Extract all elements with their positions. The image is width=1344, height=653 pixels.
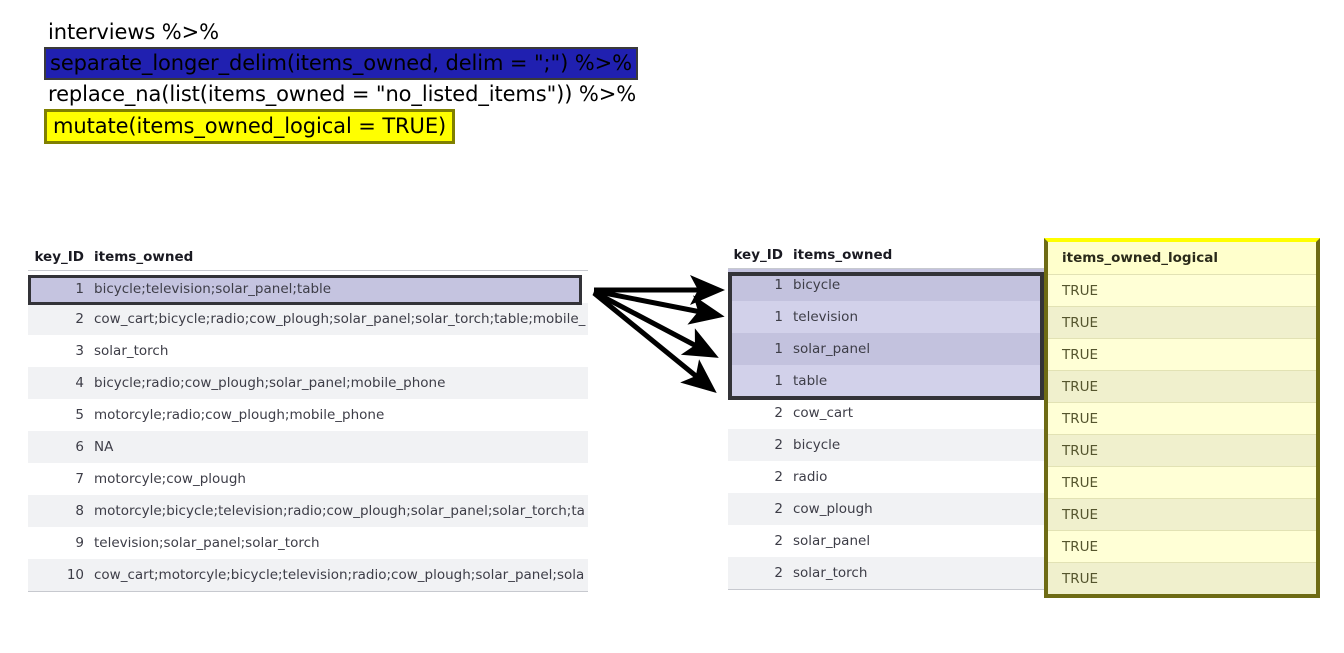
table-row[interactable]: 6 NA bbox=[28, 431, 588, 463]
cell-key-id: 2 bbox=[774, 437, 783, 453]
cell-items-owned-logical: TRUE bbox=[1048, 434, 1316, 466]
left-header-key-id: key_ID bbox=[34, 249, 84, 265]
table-row[interactable]: 2 cow_cart;bicycle;radio;cow_plough;solar… bbox=[28, 303, 588, 335]
cell-items-owned: solar_torch bbox=[94, 343, 169, 359]
cell-items-owned-logical: TRUE bbox=[1048, 402, 1316, 434]
code-line-1-text: separate_longer_delim(items_owned, delim… bbox=[44, 47, 638, 80]
cell-items-owned: motorcyle;radio;cow_plough;mobile_phone bbox=[94, 407, 385, 423]
right-data-table: key_ID items_owned 1 bicycle 1 television 1 so… bbox=[728, 242, 1044, 591]
left-selected-key-id: 1 bbox=[75, 281, 84, 297]
cell-key-id: 2 bbox=[774, 565, 783, 581]
cell-key-id: 9 bbox=[75, 535, 84, 551]
code-line-2-text: replace_na(list(items_owned = "no_listed… bbox=[48, 82, 637, 106]
cell-items-owned-logical: TRUE bbox=[1048, 466, 1316, 498]
left-header-items-owned: items_owned bbox=[94, 249, 194, 265]
left-table-header-row: key_ID items_owned bbox=[28, 244, 588, 271]
right-table-body: 1 bicycle 1 television 1 solar_panel 1 table 2 co… bbox=[728, 269, 1044, 589]
cell-items-owned: table bbox=[793, 373, 828, 389]
mapping-arrows bbox=[592, 275, 725, 394]
table-row[interactable]: 1 solar_panel bbox=[728, 333, 1044, 365]
cell-key-id: 6 bbox=[75, 439, 84, 455]
table-row[interactable]: 2 solar_panel bbox=[728, 525, 1044, 557]
cell-items-owned: television bbox=[793, 309, 858, 325]
cell-items-owned: television;solar_panel;solar_torch bbox=[94, 535, 320, 551]
cell-items-owned-logical: TRUE bbox=[1048, 370, 1316, 402]
arrow-to-row-4 bbox=[592, 291, 717, 394]
cell-items-owned: bicycle bbox=[793, 277, 841, 293]
cell-items-owned: cow_cart;motorcyle;bicycle;television;ra… bbox=[94, 567, 585, 583]
cell-items-owned-logical: TRUE bbox=[1048, 274, 1316, 306]
cell-items-owned-logical: TRUE bbox=[1048, 562, 1316, 594]
cell-items-owned: motorcyle;bicycle;television;radio;cow_p… bbox=[94, 503, 585, 519]
table-row[interactable]: 9 television;solar_panel;solar_torch bbox=[28, 527, 588, 559]
cell-key-id: 1 bbox=[774, 309, 783, 325]
table-row[interactable]: 2 cow_plough bbox=[728, 493, 1044, 525]
arrow-to-row-3 bbox=[592, 289, 719, 358]
arrow-to-row-2 bbox=[593, 288, 725, 325]
right-table-header-row: key_ID items_owned bbox=[728, 242, 1044, 269]
right-header-key-id: key_ID bbox=[733, 247, 783, 263]
code-line-1: separate_longer_delim(items_owned, delim… bbox=[44, 47, 804, 80]
cell-items-owned: cow_cart;bicycle;radio;cow_plough;solar_… bbox=[94, 311, 586, 327]
cell-key-id: 8 bbox=[75, 503, 84, 519]
cell-key-id: 2 bbox=[75, 311, 84, 327]
left-data-table: key_ID items_owned 1 bicycle;television;so… bbox=[28, 244, 588, 593]
cell-items-owned-logical: TRUE bbox=[1048, 498, 1316, 530]
code-line-3: mutate(items_owned_logical = TRUE) bbox=[44, 109, 804, 144]
code-snippet: interviews %>% separate_longer_delim(ite… bbox=[44, 18, 804, 144]
cell-items-owned: cow_cart bbox=[793, 405, 854, 421]
table-row[interactable]: 3 solar_torch bbox=[28, 335, 588, 367]
cell-items-owned: radio bbox=[793, 469, 828, 485]
cell-items-owned: bicycle;radio;cow_plough;solar_panel;mob… bbox=[94, 375, 446, 391]
cell-items-owned-logical: TRUE bbox=[1048, 306, 1316, 338]
left-table-body: 1 bicycle;television;solar_panel;table 2 co… bbox=[28, 271, 588, 591]
code-line-2: replace_na(list(items_owned = "no_listed… bbox=[44, 80, 804, 109]
table-row[interactable]: 2 radio bbox=[728, 461, 1044, 493]
cell-key-id: 2 bbox=[774, 533, 783, 549]
cell-items-owned: motorcyle;cow_plough bbox=[94, 471, 246, 487]
table-row[interactable]: 1 television bbox=[728, 301, 1044, 333]
table-row[interactable]: 10 cow_cart;motorcyle;bicycle;television;… bbox=[28, 559, 588, 591]
table-row[interactable]: 8 motorcyle;bicycle;television;radio;cow_… bbox=[28, 495, 588, 527]
table-row[interactable]: 1 bicycle bbox=[728, 269, 1044, 301]
cell-key-id: 2 bbox=[774, 501, 783, 517]
cell-key-id: 10 bbox=[66, 567, 84, 583]
cell-items-owned: cow_plough bbox=[793, 501, 873, 517]
table-row[interactable]: 2 bicycle bbox=[728, 429, 1044, 461]
logical-column-header: items_owned_logical bbox=[1048, 242, 1316, 274]
cell-items-owned: solar_torch bbox=[793, 565, 868, 581]
left-table-selected-row[interactable]: 1 bicycle;television;solar_panel;table bbox=[28, 275, 582, 305]
table-row[interactable]: 5 motorcyle;radio;cow_plough;mobile_phone bbox=[28, 399, 588, 431]
table-row[interactable]: 2 solar_torch bbox=[728, 557, 1044, 589]
code-line-0: interviews %>% bbox=[44, 18, 804, 47]
cell-items-owned: solar_panel bbox=[793, 341, 871, 357]
table-row[interactable]: 7 motorcyle;cow_plough bbox=[28, 463, 588, 495]
cell-items-owned: NA bbox=[94, 439, 114, 455]
cell-items-owned: solar_panel bbox=[793, 533, 871, 549]
cell-items-owned-logical: TRUE bbox=[1048, 338, 1316, 370]
right-table-footer-rule bbox=[728, 589, 1044, 591]
left-table-footer-rule bbox=[28, 591, 588, 593]
table-row[interactable]: 4 bicycle;radio;cow_plough;solar_panel;mo… bbox=[28, 367, 588, 399]
cell-key-id: 3 bbox=[75, 343, 84, 359]
cell-key-id: 7 bbox=[75, 471, 84, 487]
cell-key-id: 4 bbox=[75, 375, 84, 391]
cell-items-owned-logical: TRUE bbox=[1048, 530, 1316, 562]
code-line-0-text: interviews %>% bbox=[48, 20, 220, 44]
left-selected-items-owned: bicycle;television;solar_panel;table bbox=[94, 281, 332, 297]
cell-items-owned: bicycle bbox=[793, 437, 841, 453]
table-row[interactable]: 2 cow_cart bbox=[728, 397, 1044, 429]
right-header-items-owned: items_owned bbox=[793, 247, 893, 263]
cell-key-id: 5 bbox=[75, 407, 84, 423]
code-line-3-text: mutate(items_owned_logical = TRUE) bbox=[44, 109, 456, 144]
cell-key-id: 1 bbox=[774, 373, 783, 389]
table-row[interactable]: 1 table bbox=[728, 365, 1044, 397]
cell-key-id: 1 bbox=[774, 341, 783, 357]
cell-key-id: 2 bbox=[774, 469, 783, 485]
cell-key-id: 2 bbox=[774, 405, 783, 421]
cell-key-id: 1 bbox=[774, 277, 783, 293]
